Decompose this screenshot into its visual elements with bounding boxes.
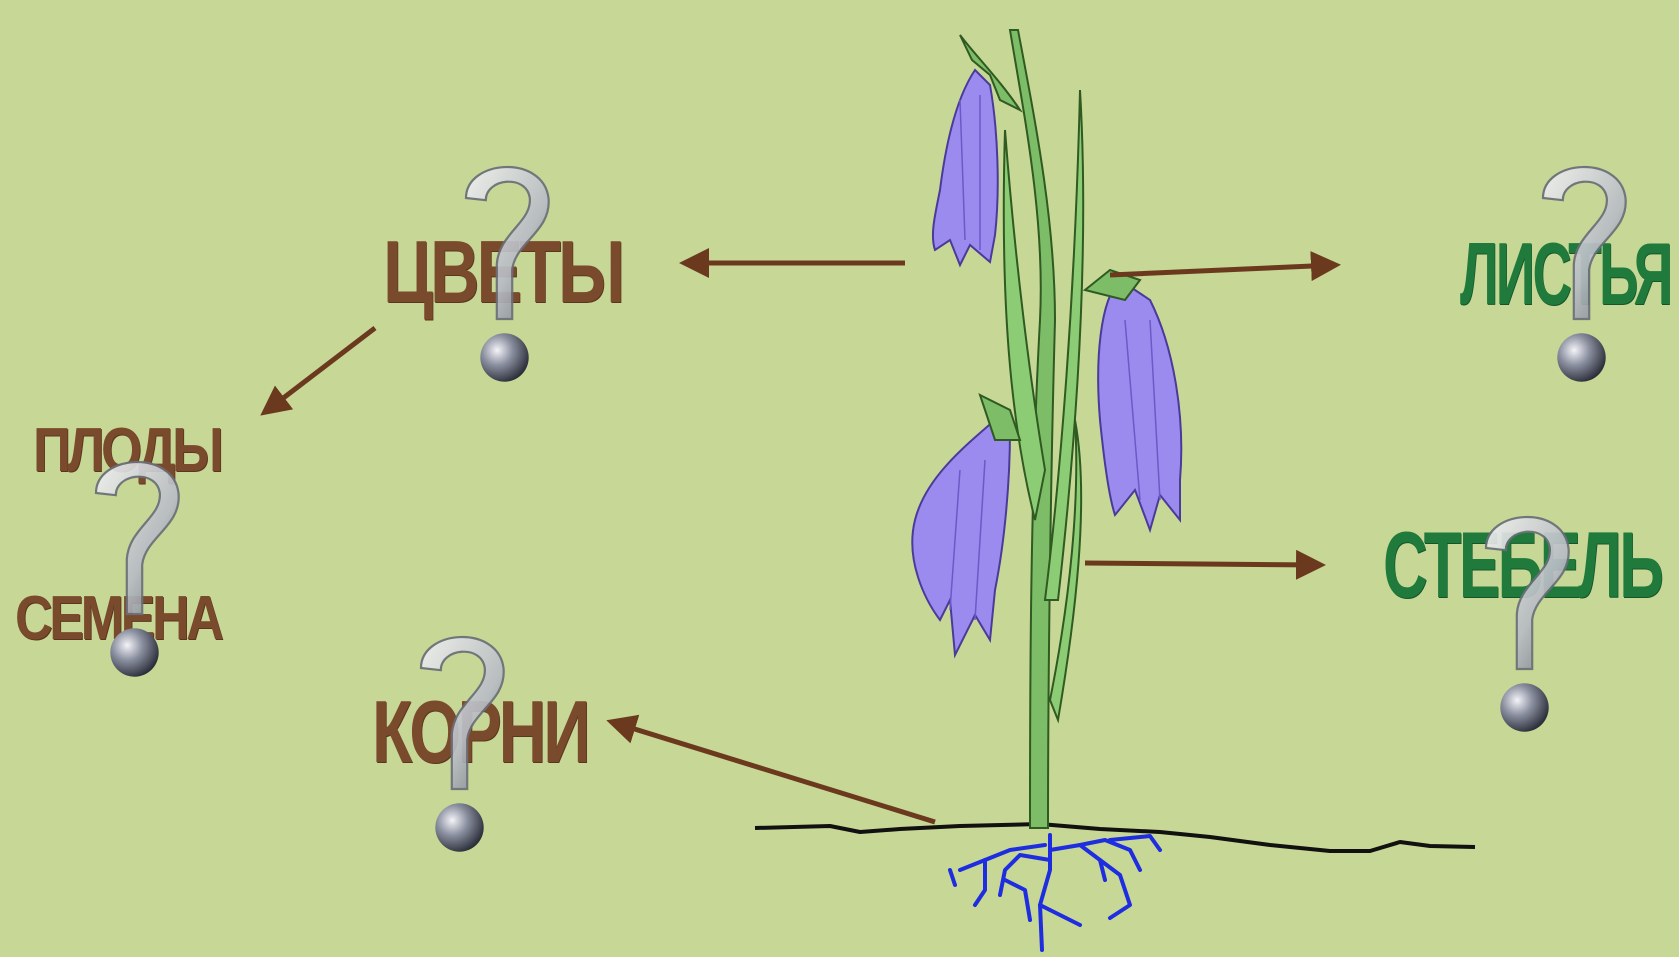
- arrow-to-stem: [1084, 549, 1326, 580]
- question-mark-icon: [1541, 165, 1627, 383]
- flower-top: [931, 68, 999, 268]
- question-mark-icon: [1484, 515, 1570, 733]
- label-leaves: ЛИСТЬЯ: [1460, 224, 1673, 323]
- stem-drawing: [959, 29, 1085, 829]
- arrow-to-roots: [606, 714, 936, 825]
- question-mark-icon: [94, 460, 180, 678]
- roots-drawing: [948, 833, 1162, 952]
- arrow-to-leaves: [1109, 251, 1341, 282]
- flower-right: [1082, 268, 1183, 534]
- question-mark-icon: [419, 635, 505, 853]
- question-mark-icon: [464, 165, 550, 383]
- flower-left: [911, 393, 1022, 659]
- arrow-flowers-to-fruits: [260, 326, 377, 416]
- ground-line: [754, 822, 1476, 853]
